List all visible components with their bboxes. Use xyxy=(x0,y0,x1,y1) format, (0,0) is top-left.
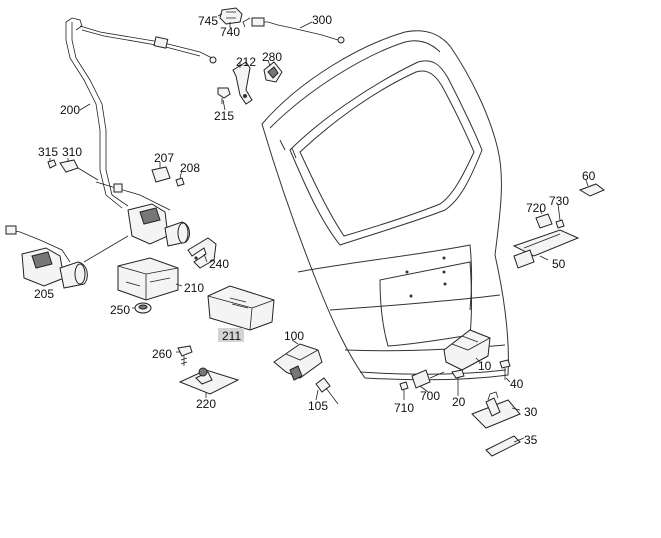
gas-strut xyxy=(242,17,345,44)
leader-lines xyxy=(49,13,589,443)
label-208: 208 xyxy=(180,161,200,175)
bolt-215 xyxy=(217,87,231,104)
label-315: 315 xyxy=(38,145,58,159)
label-35: 35 xyxy=(524,433,538,447)
label-280: 280 xyxy=(262,50,282,64)
parts-315-310 xyxy=(47,159,99,181)
label-20: 20 xyxy=(452,395,466,409)
plate-220 xyxy=(178,367,240,395)
tailgate-body xyxy=(261,30,509,381)
parts-720-730 xyxy=(535,213,565,229)
label-250: 250 xyxy=(110,303,130,317)
bracket-240 xyxy=(187,237,217,269)
bracket-212 xyxy=(232,61,253,105)
part-250 xyxy=(134,302,152,314)
label-220: 220 xyxy=(196,397,216,411)
plug-105 xyxy=(315,377,339,405)
label-205: 205 xyxy=(34,287,54,301)
highlight-box-211 xyxy=(218,328,244,342)
label-740: 740 xyxy=(220,25,240,39)
screw-260 xyxy=(177,345,193,366)
drive-unit-upper xyxy=(127,203,190,247)
label-210: 210 xyxy=(184,281,204,295)
label-700: 700 xyxy=(420,389,440,403)
screw-20 xyxy=(451,369,465,390)
part-labels: 745 740 300 280 212 215 200 315 310 207 … xyxy=(34,13,596,447)
label-207: 207 xyxy=(154,151,174,165)
seal-280 xyxy=(263,61,283,83)
label-100: 100 xyxy=(284,329,304,343)
striker-30 xyxy=(471,391,521,429)
hinge-cover xyxy=(219,7,243,25)
label-40: 40 xyxy=(510,377,524,391)
label-260: 260 xyxy=(152,347,172,361)
label-720: 720 xyxy=(526,201,546,215)
label-60: 60 xyxy=(582,169,596,183)
latch-100 xyxy=(273,343,323,381)
parts-710-700 xyxy=(399,369,445,391)
label-30: 30 xyxy=(524,405,538,419)
lamp-50 xyxy=(512,229,580,269)
label-212: 212 xyxy=(236,55,256,69)
label-211: 211 xyxy=(222,329,241,343)
label-240: 240 xyxy=(209,257,229,271)
control-module-210 xyxy=(117,257,179,301)
parts-207-208 xyxy=(151,166,185,187)
label-710: 710 xyxy=(394,401,414,415)
drive-unit-205 xyxy=(5,225,129,289)
cable-200 xyxy=(65,17,217,211)
label-105: 105 xyxy=(308,399,328,413)
label-200: 200 xyxy=(60,103,80,117)
label-310: 310 xyxy=(62,145,82,159)
label-730: 730 xyxy=(549,194,569,208)
plate-35 xyxy=(485,435,521,457)
label-50: 50 xyxy=(552,257,566,271)
label-300: 300 xyxy=(312,13,332,27)
label-10: 10 xyxy=(478,359,492,373)
label-745: 745 xyxy=(198,14,218,28)
module-211 xyxy=(207,285,275,331)
part-60 xyxy=(578,183,605,197)
label-215: 215 xyxy=(214,109,234,123)
screw-40 xyxy=(499,359,511,380)
